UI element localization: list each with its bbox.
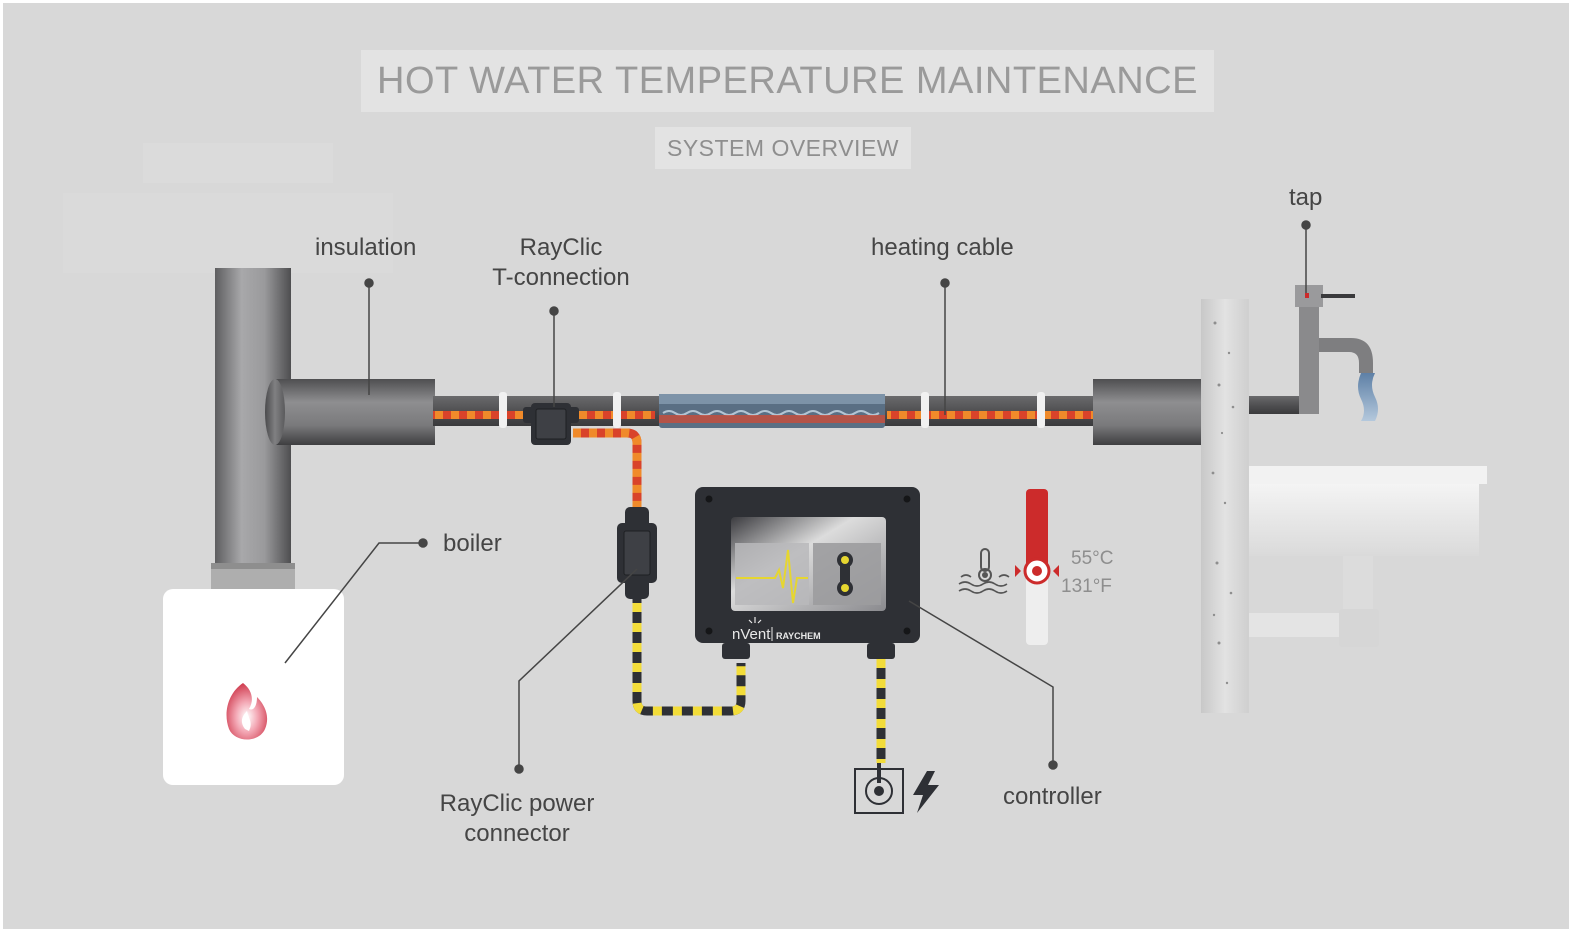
power-cable	[632, 583, 886, 763]
thermometer-water-icon	[958, 548, 1010, 594]
controller-box	[695, 487, 920, 659]
tap	[1249, 285, 1378, 421]
page-subtitle: SYSTEM OVERVIEW	[655, 127, 911, 169]
label-power-line2: connector	[464, 820, 570, 847]
nvent-logo-icon	[748, 617, 762, 624]
label-tap: tap	[1289, 184, 1323, 211]
label-heating-cable: heating cable	[871, 234, 1014, 261]
label-tee-line2: T-connection	[492, 264, 630, 291]
background-wall-shapes	[63, 143, 393, 273]
label-power-line1: RayClic power	[439, 790, 595, 817]
label-rayclic-power-connector: RayClic power connector	[435, 789, 599, 849]
wall	[1201, 299, 1249, 713]
power-socket-icon	[854, 763, 904, 814]
branch-heating-cable	[573, 428, 642, 515]
temperature-gauge	[1015, 489, 1059, 645]
diagram-canvas: nVent RAYCHEM HOT WATER TEMPERATURE MAIN…	[3, 3, 1569, 929]
label-rayclic-t-connection: RayClic T-connection	[487, 233, 635, 293]
system-diagram: nVent RAYCHEM	[63, 143, 1487, 814]
flame-icon	[226, 683, 268, 740]
page-title: HOT WATER TEMPERATURE MAINTENANCE	[361, 50, 1214, 112]
rayclic-power-connector	[617, 507, 657, 599]
insulation-block-right	[1093, 379, 1203, 445]
leader-lines	[284, 220, 1311, 774]
label-boiler: boiler	[443, 530, 502, 557]
cable-clips	[499, 392, 1045, 428]
label-tee-line1: RayClic	[519, 234, 603, 261]
pipe-cutaway-water	[659, 394, 885, 428]
lightning-icon	[913, 771, 939, 813]
sink	[1249, 466, 1487, 647]
label-insulation: insulation	[315, 234, 417, 261]
boiler	[163, 589, 344, 785]
temperature-celsius: 55°C	[1071, 548, 1114, 569]
label-controller: controller	[1003, 783, 1102, 810]
insulation-block-left	[265, 379, 435, 445]
controller-sub-brand: RAYCHEM	[776, 631, 821, 641]
rayclic-t-connection	[523, 403, 579, 445]
controller-brand: nVent	[732, 626, 771, 643]
temperature-fahrenheit: 131°F	[1061, 576, 1112, 597]
